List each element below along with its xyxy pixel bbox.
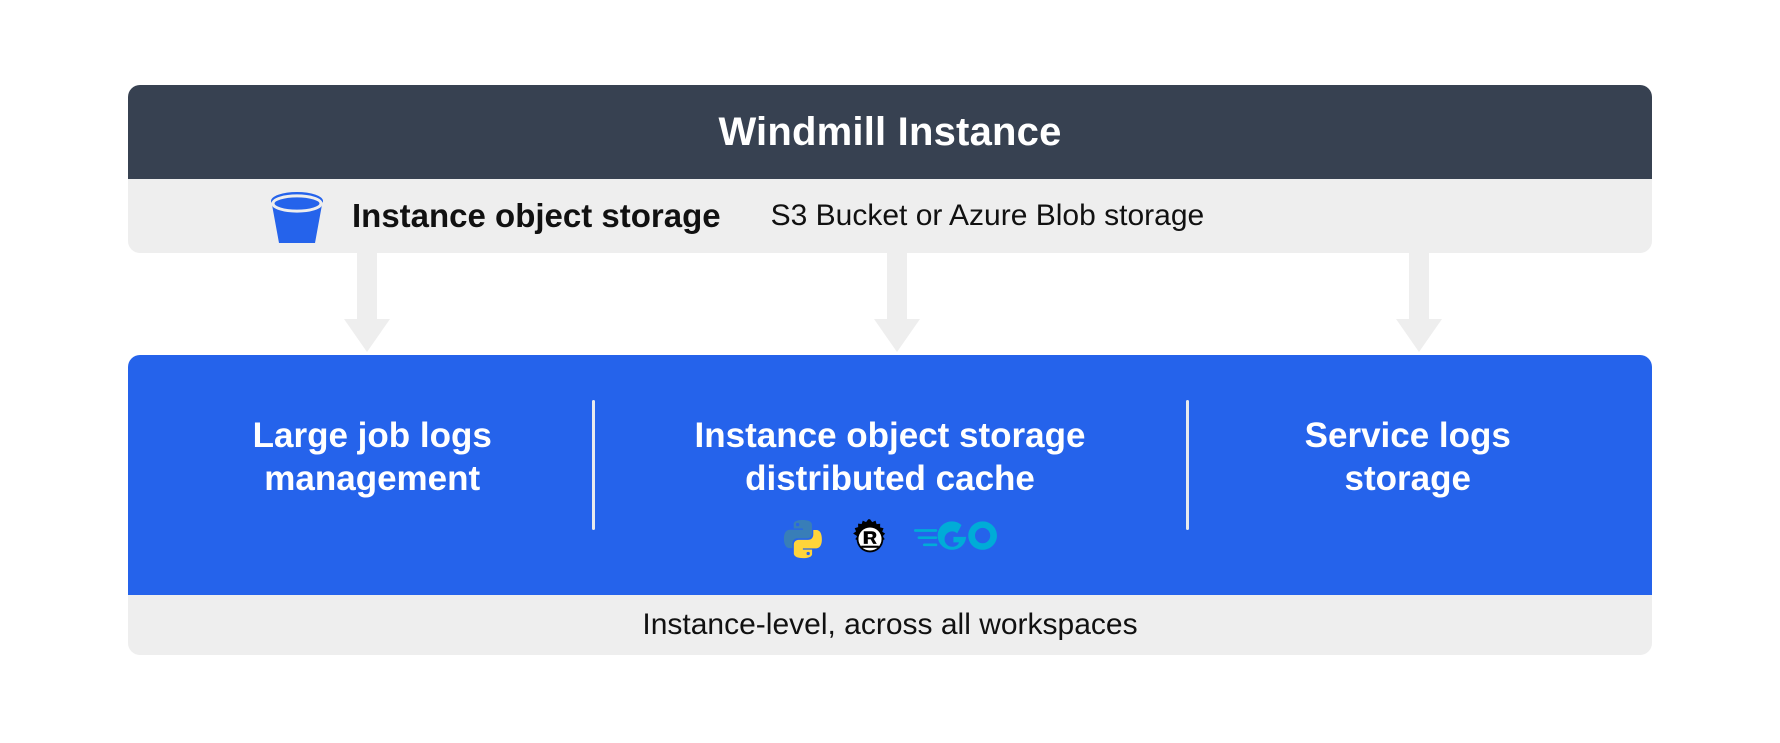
column-divider-left	[592, 400, 595, 530]
feature-title-distributed-cache: Instance object storage distributed cach…	[694, 416, 1086, 498]
go-icon	[914, 518, 1000, 565]
language-icon-group	[780, 516, 1000, 567]
scope-footer-text: Instance-level, across all workspaces	[642, 608, 1138, 641]
storage-backend-label: S3 Bucket or Azure Blob storage	[770, 199, 1205, 232]
feature-column-large-job-logs: Large job logs management	[128, 355, 616, 595]
feature-column-service-logs: Service logs storage	[1164, 355, 1652, 595]
arrow-down-icon-service-logs	[1396, 247, 1442, 352]
instance-object-storage-row: Instance object storage S3 Bucket or Azu…	[128, 179, 1652, 253]
arrow-down-icon-distributed-cache	[874, 247, 920, 352]
s3-bucket-icon	[268, 189, 326, 245]
rust-icon	[848, 517, 892, 566]
scope-footer: Instance-level, across all workspaces	[128, 595, 1652, 655]
feature-column-distributed-cache: Instance object storage distributed cach…	[616, 355, 1163, 595]
python-icon	[780, 516, 826, 567]
column-divider-right	[1186, 400, 1189, 530]
page-title: Windmill Instance	[718, 109, 1062, 154]
feature-title-large-job-logs: Large job logs management	[252, 416, 492, 498]
instance-header: Windmill Instance	[128, 85, 1652, 179]
instance-card: Windmill Instance Instance object storag…	[128, 85, 1652, 253]
feature-title-service-logs: Service logs storage	[1304, 416, 1511, 498]
instance-object-storage-label: Instance object storage	[352, 197, 721, 234]
features-panel: Large job logs management Instance objec…	[128, 355, 1652, 595]
arrow-down-icon-large-job-logs	[344, 247, 390, 352]
